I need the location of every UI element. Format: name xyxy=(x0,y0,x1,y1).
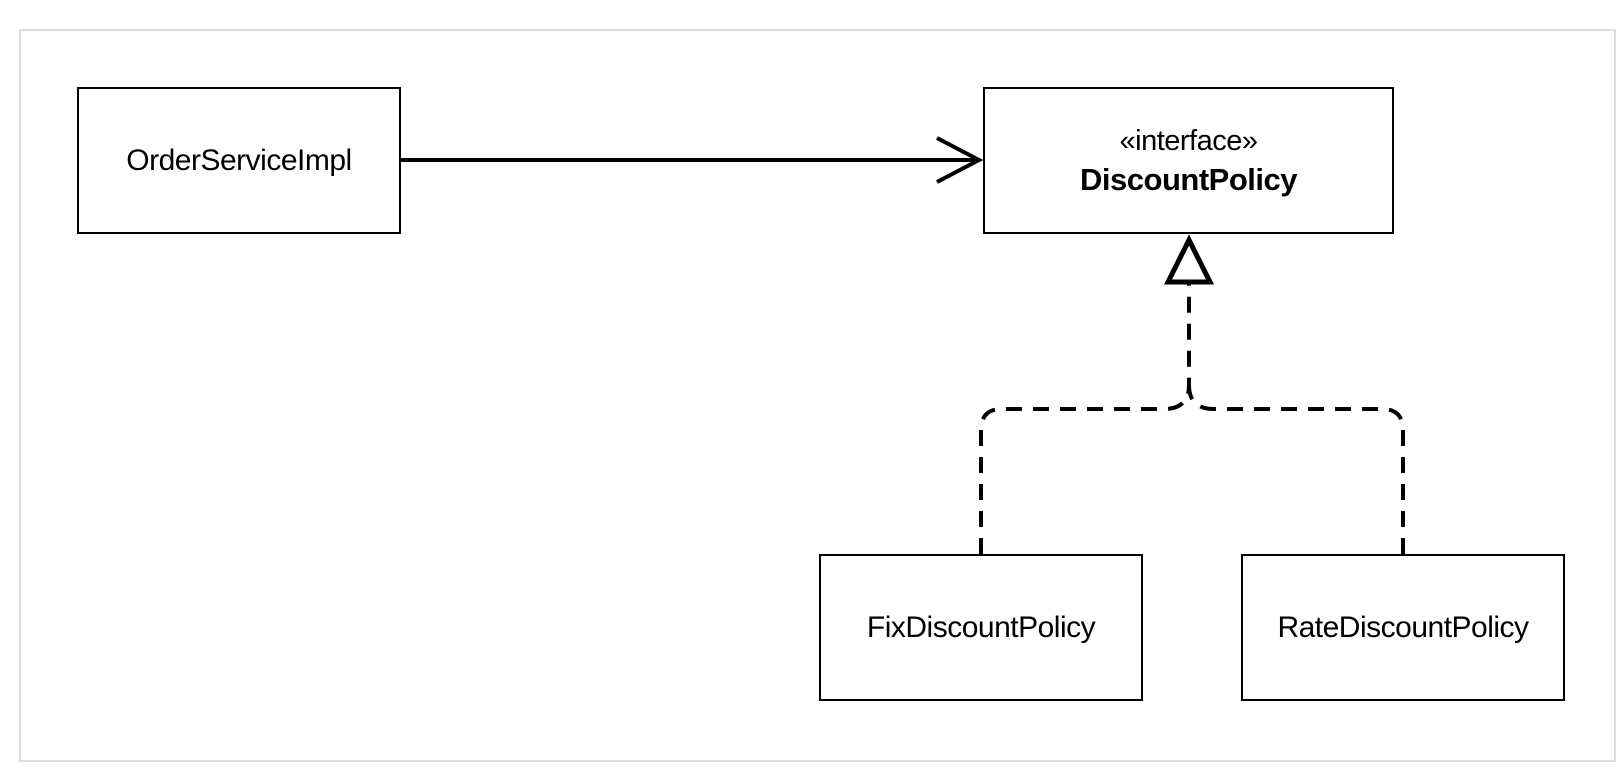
hollow-triangle-arrowhead-icon xyxy=(1163,234,1215,285)
interface-name: DiscountPolicy xyxy=(1080,161,1297,197)
interface-stereotype: «interface» xyxy=(1119,124,1259,157)
class-box-rate-discount-policy[interactable]: RateDiscountPolicy xyxy=(1241,554,1565,701)
realization-line-rate xyxy=(1187,384,1405,554)
class-box-order-service-impl[interactable]: OrderServiceImpl xyxy=(77,87,401,234)
open-arrowhead-icon xyxy=(936,136,984,184)
class-name: FixDiscountPolicy xyxy=(866,610,1096,644)
class-name: OrderServiceImpl xyxy=(126,143,352,177)
interface-box-discount-policy[interactable]: «interface» DiscountPolicy xyxy=(983,87,1394,234)
class-name: RateDiscountPolicy xyxy=(1277,610,1529,644)
realization-line-fix xyxy=(979,284,1191,554)
class-box-fix-discount-policy[interactable]: FixDiscountPolicy xyxy=(819,554,1143,701)
